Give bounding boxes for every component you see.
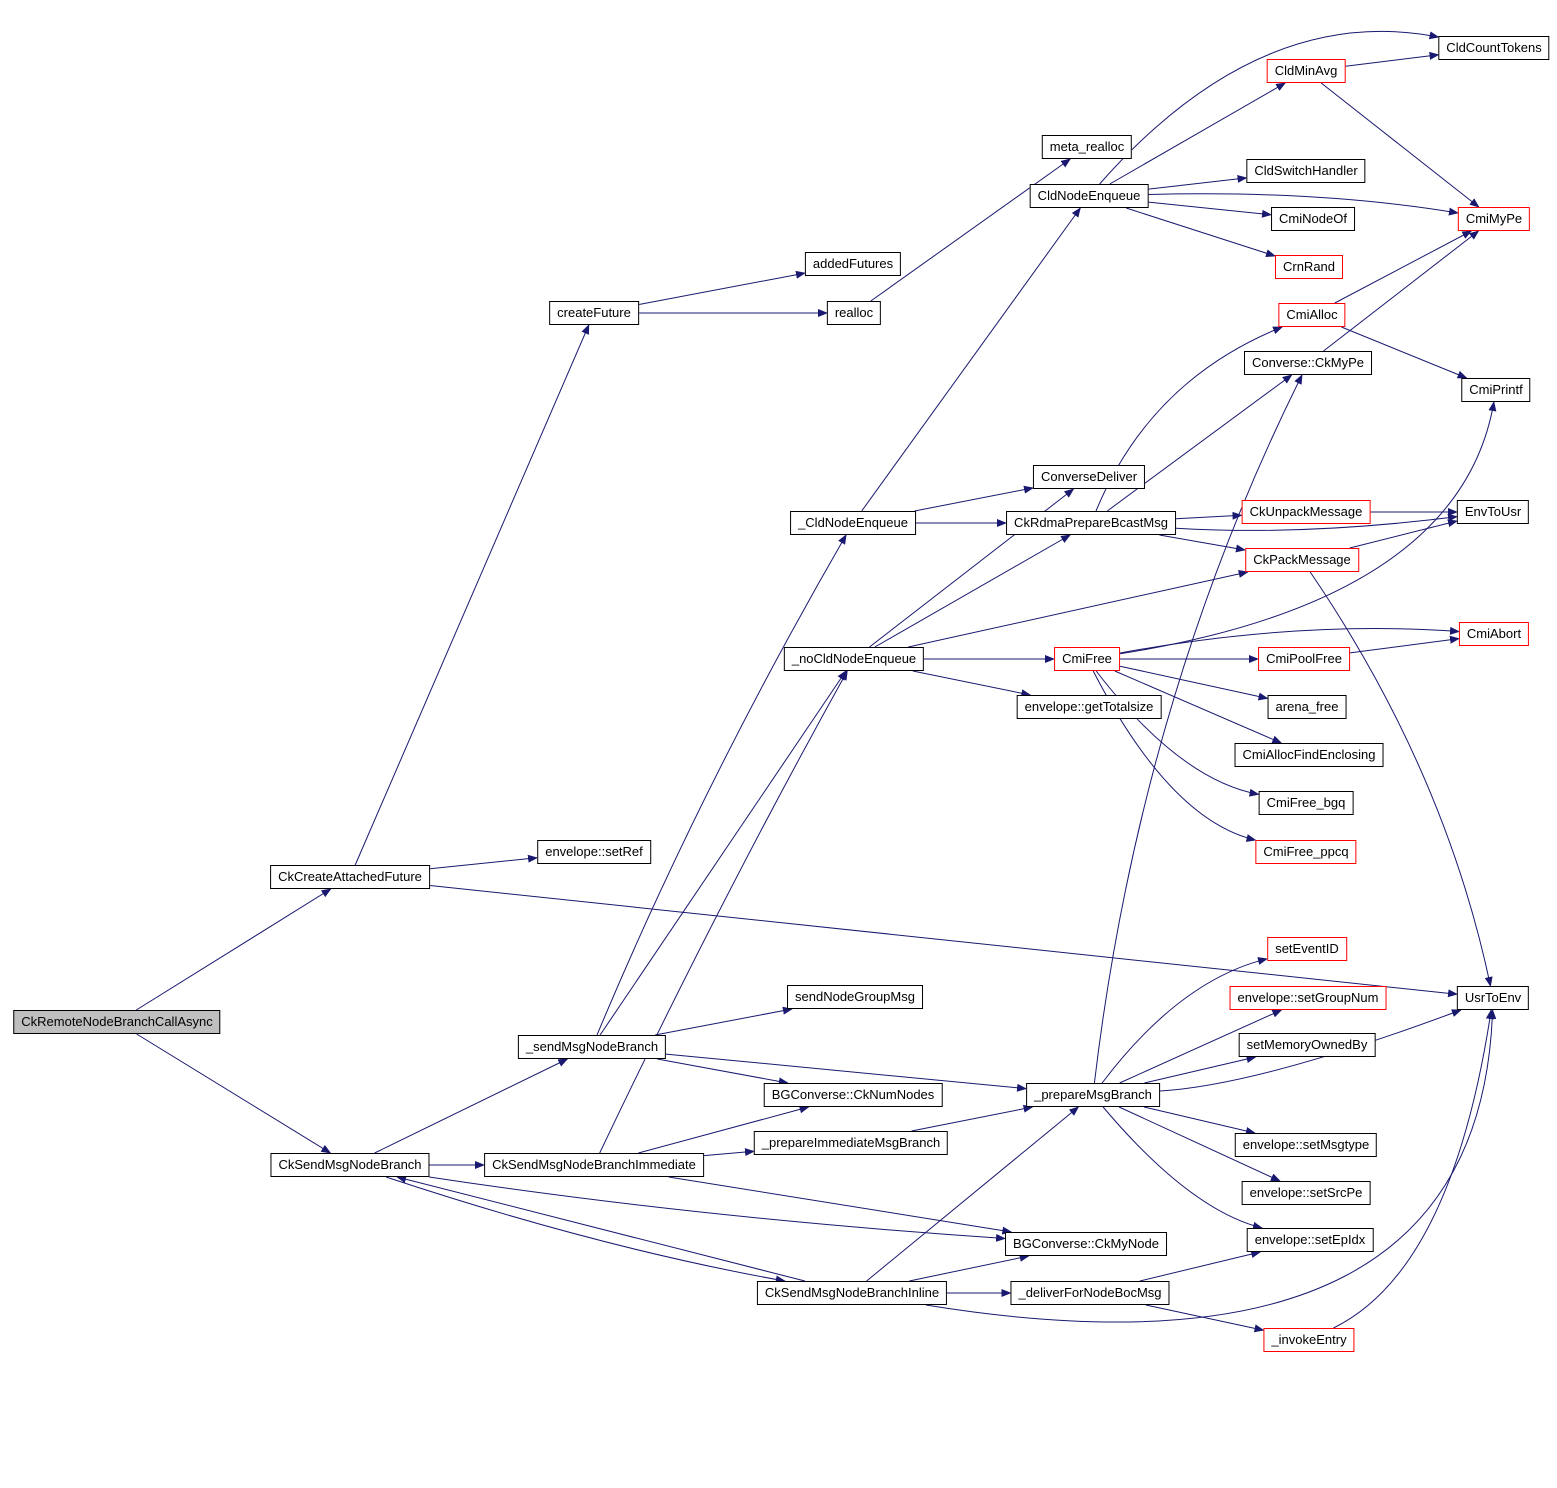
edge-sendmsgnodebranch--cldnodeenqueue: [596, 534, 847, 1036]
node-sendmsgnodebranch[interactable]: _sendMsgNodeBranch: [517, 1035, 667, 1059]
node-envelope-gettotalsize[interactable]: envelope::getTotalsize: [1016, 695, 1162, 719]
edge-cksendmsgnodebranch--cksendmsgnodebranchinline: [385, 1176, 786, 1284]
edge-cksendmsgnodebranchinline--usrtoenv: [925, 1009, 1497, 1323]
node-usrtoenv[interactable]: UsrToEnv: [1456, 986, 1530, 1010]
node-cldswitchhandler[interactable]: CldSwitchHandler: [1246, 159, 1366, 183]
edge-deliverfornodebocmsg--invokeentry: [1145, 1304, 1265, 1333]
edge-cldminavg--cldcounttokens: [1345, 51, 1440, 67]
node-cmifree[interactable]: CmiFree: [1054, 647, 1120, 671]
node-envelope-setsrcpe[interactable]: envelope::setSrcPe: [1241, 1181, 1371, 1205]
edge-converse-ckmype--cmimype: [1323, 230, 1480, 352]
node-ckcreateattachedfuture[interactable]: CkCreateAttachedFuture: [270, 865, 430, 889]
node-nocldnodeenqueue[interactable]: _noCldNodeEnqueue: [783, 647, 925, 671]
node-meta-realloc[interactable]: meta_realloc: [1041, 135, 1133, 159]
node-bgconverse-ckmynode[interactable]: BGConverse::CkMyNode: [1005, 1232, 1167, 1256]
edge-preparemsgbranch--envelope-setepidx: [1102, 1106, 1263, 1230]
node-invokeentry[interactable]: _invokeEntry: [1263, 1328, 1355, 1352]
edge-cksendmsgnodebranchimmediate--bgconverse-ckmynode: [668, 1176, 1013, 1235]
node-cldminavg[interactable]: CldMinAvg: [1266, 59, 1346, 83]
node-ckpackmessage[interactable]: CkPackMessage: [1245, 548, 1359, 572]
node-cmifree-ppcq[interactable]: CmiFree_ppcq: [1255, 840, 1357, 864]
edge-sendmsgnodebranch--sendnodegroupmsg: [655, 1006, 793, 1036]
node-cldcounttokens[interactable]: CldCountTokens: [1438, 36, 1550, 60]
edge-cldnodeenqueue--crnrand: [1126, 207, 1276, 258]
node-cksendmsgnodebranchimmediate[interactable]: CkSendMsgNodeBranchImmediate: [484, 1153, 704, 1177]
node-createfuture[interactable]: createFuture: [549, 301, 639, 325]
node-conversedeliver[interactable]: ConverseDeliver: [1032, 465, 1146, 489]
node-arena-free[interactable]: arena_free: [1267, 695, 1347, 719]
edge-ckpackmessage--envtousr: [1349, 519, 1458, 549]
node-cldnodeenqueue[interactable]: CldNodeEnqueue: [1029, 184, 1149, 208]
node-cksendmsgnodebranch[interactable]: CkSendMsgNodeBranch: [270, 1153, 430, 1177]
edge-ckrdmapreparebcastmsg--ckpackmessage: [1159, 534, 1246, 553]
node-cldnodeenqueue[interactable]: _CldNodeEnqueue: [790, 511, 916, 535]
node-cmialloc[interactable]: CmiAlloc: [1278, 303, 1346, 327]
node-envelope-setmsgtype[interactable]: envelope::setMsgtype: [1234, 1133, 1378, 1157]
node-envelope-setepidx[interactable]: envelope::setEpIdx: [1246, 1228, 1374, 1252]
node-crnrand[interactable]: CrnRand: [1274, 255, 1344, 279]
node-envelope-setref[interactable]: envelope::setRef: [537, 840, 651, 864]
edge-cksendmsgnodebranchimmediate--prepareimmediatemsgbranch: [703, 1148, 755, 1157]
edge-cksendmsgnodebranchimmediate--nocldnodeenqueue: [599, 670, 848, 1154]
node-seteventid[interactable]: setEventID: [1267, 937, 1347, 961]
edge-realloc--meta-realloc: [870, 158, 1072, 302]
edge-prepareimmediatemsgbranch--preparemsgbranch: [911, 1104, 1034, 1132]
edge-nocldnodeenqueue--ckrdmapreparebcastmsg: [874, 534, 1071, 648]
edge-cksendmsgnodebranch--bgconverse-ckmynode: [429, 1176, 1006, 1242]
edge-preparemsgbranch--setmemoryownedby: [1144, 1055, 1257, 1084]
edge-cksendmsgnodebranchinline--bgconverse-ckmynode: [909, 1253, 1030, 1282]
node-cmipoolfree[interactable]: CmiPoolFree: [1258, 647, 1350, 671]
node-cmiabort[interactable]: CmiAbort: [1458, 622, 1530, 646]
node-envelope-setgroupnum[interactable]: envelope::setGroupNum: [1229, 986, 1387, 1010]
edge-cldnodeenqueue--cminodeof: [1148, 201, 1272, 218]
edge-ckcreateattachedfuture--envelope-setref: [429, 854, 538, 870]
node-deliverfornodebocmsg[interactable]: _deliverForNodeBocMsg: [1010, 1281, 1170, 1305]
edge-preparemsgbranch--seteventid: [1101, 957, 1268, 1084]
edge-ckremotenodebranchcallasync--ckcreateattachedfuture: [136, 888, 332, 1011]
node-cminodeof[interactable]: CmiNodeOf: [1271, 207, 1355, 231]
node-converse-ckmype[interactable]: Converse::CkMyPe: [1244, 351, 1372, 375]
edge-nocldnodeenqueue--ckpackmessage: [908, 570, 1249, 648]
node-ckremotenodebranchcallasync: CkRemoteNodeBranchCallAsync: [13, 1010, 221, 1034]
edge-ckrdmapreparebcastmsg--converse-ckmype: [1107, 374, 1293, 512]
edge-cmifree--cmiprintf: [1119, 401, 1497, 655]
edge-sendmsgnodebranch--bgconverse-cknumnodes: [657, 1058, 789, 1086]
node-preparemsgbranch[interactable]: _prepareMsgBranch: [1026, 1083, 1160, 1107]
edge-cmialloc--cmimype: [1334, 230, 1473, 304]
node-ckunpackmessage[interactable]: CkUnpackMessage: [1241, 500, 1371, 524]
node-cmiallocfindenclosing[interactable]: CmiAllocFindEnclosing: [1234, 743, 1384, 767]
edge-cldminavg--cmimype: [1320, 82, 1480, 208]
edge-createfuture--addedfutures: [638, 270, 806, 305]
node-cmiprintf[interactable]: CmiPrintf: [1461, 378, 1531, 402]
edge-ckremotenodebranchcallasync--cksendmsgnodebranch: [136, 1033, 332, 1154]
edge-ckrdmapreparebcastmsg--ckunpackmessage: [1175, 511, 1243, 520]
edge-cmifree--arena-free: [1119, 665, 1269, 701]
edge-ckcreateattachedfuture--createfuture: [354, 324, 590, 866]
edge-cksendmsgnodebranch--sendmsgnodebranch: [374, 1058, 569, 1154]
node-setmemoryownedby[interactable]: setMemoryOwnedBy: [1238, 1033, 1376, 1057]
node-prepareimmediatemsgbranch[interactable]: _prepareImmediateMsgBranch: [753, 1131, 949, 1155]
edge-nocldnodeenqueue--envelope-gettotalsize: [912, 670, 1032, 698]
node-cmimype[interactable]: CmiMyPe: [1457, 207, 1531, 231]
node-realloc[interactable]: realloc: [826, 301, 882, 325]
node-envtousr[interactable]: EnvToUsr: [1456, 500, 1530, 524]
edge-deliverfornodebocmsg--envelope-setepidx: [1139, 1250, 1262, 1282]
edge-cldnodeenqueue--conversedeliver: [914, 485, 1034, 512]
edge-cldnodeenqueue--cldswitchhandler: [1148, 174, 1248, 190]
node-cmifree-bgq[interactable]: CmiFree_bgq: [1258, 791, 1354, 815]
edge-invokeentry--usrtoenv: [1333, 1009, 1494, 1329]
node-ckrdmapreparebcastmsg[interactable]: CkRdmaPrepareBcastMsg: [1006, 511, 1176, 535]
node-bgconverse-cknumnodes[interactable]: BGConverse::CkNumNodes: [763, 1083, 943, 1107]
edge-preparemsgbranch--envelope-setmsgtype: [1143, 1106, 1256, 1135]
edge-cmifree--cmifree-bgq: [1095, 670, 1260, 797]
edge-cksendmsgnodebranchinline--cksendmsgnodebranch: [396, 1175, 806, 1282]
node-sendnodegroupmsg[interactable]: sendNodeGroupMsg: [787, 985, 923, 1009]
node-addedfutures[interactable]: addedFutures: [804, 252, 902, 276]
edge-cmipoolfree--cmiabort: [1349, 635, 1460, 654]
node-cksendmsgnodebranchinline[interactable]: CkSendMsgNodeBranchInline: [756, 1281, 948, 1305]
